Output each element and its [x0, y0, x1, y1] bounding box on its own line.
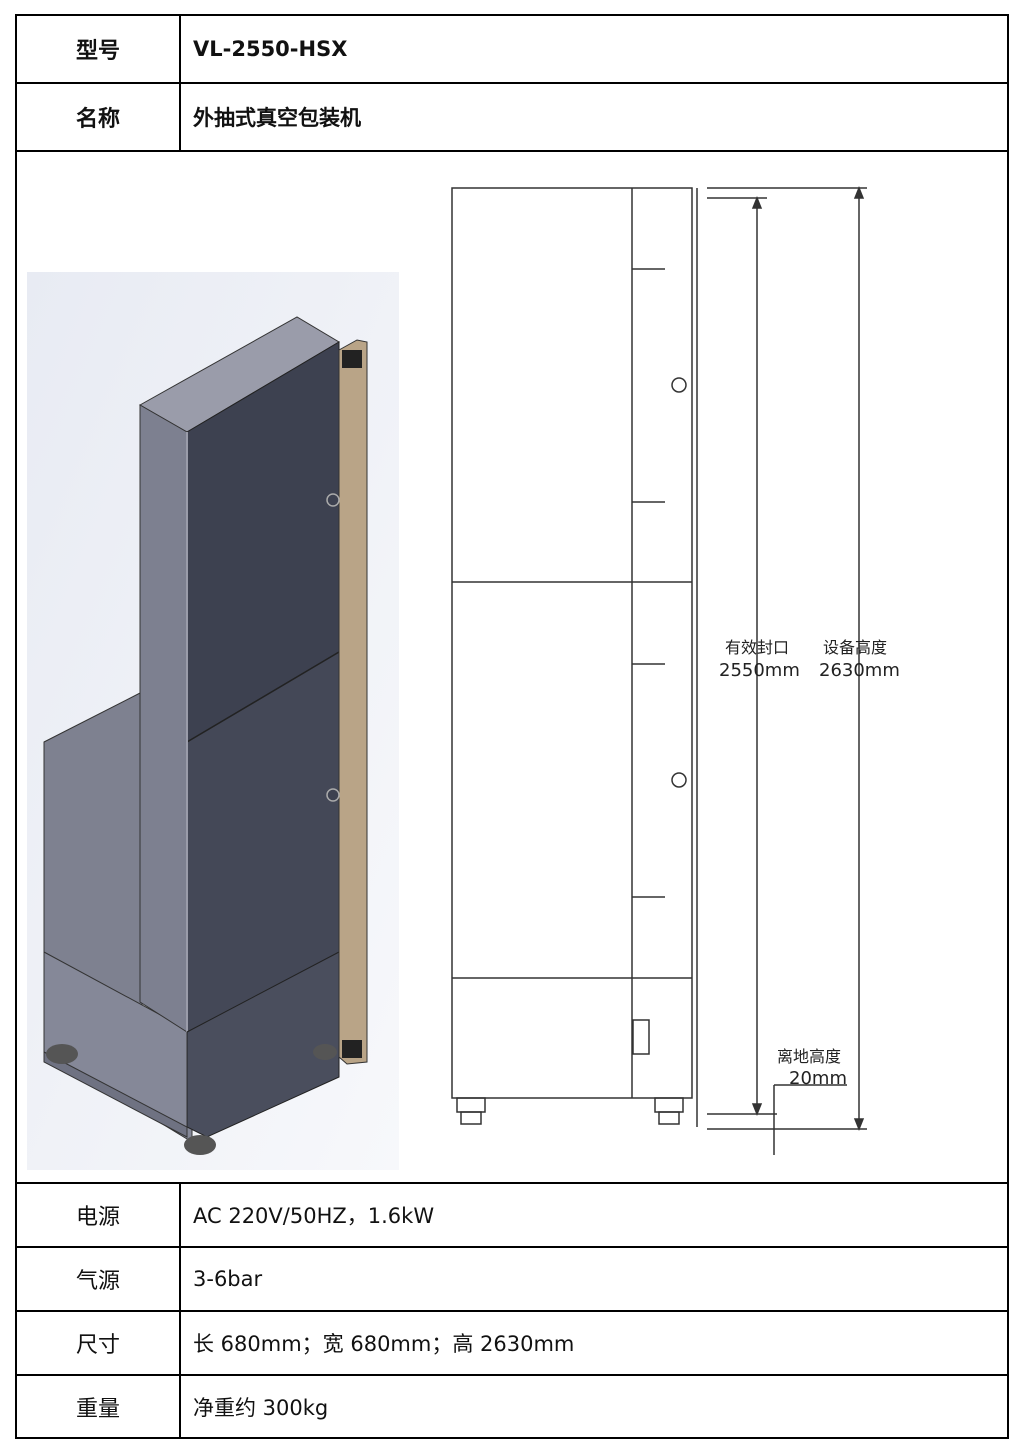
name-row: 名称 外抽式真空包装机 — [17, 84, 1007, 152]
model-row: 型号 VL-2550-HSX — [17, 16, 1007, 84]
image-row: 有效封口 2550mm 设备高度 2630mm 离地高度 20mm — [17, 152, 1007, 1184]
seal-length-value: 2550mm — [719, 660, 800, 681]
air-supply-label: 气源 — [17, 1248, 181, 1310]
spec-sheet: 型号 VL-2550-HSX 名称 外抽式真空包装机 — [15, 14, 1009, 1439]
power-label: 电源 — [17, 1184, 181, 1246]
model-value: VL-2550-HSX — [193, 37, 348, 61]
ground-clearance-label: 离地高度 — [777, 1047, 841, 1066]
weight-label: 重量 — [17, 1376, 181, 1437]
dimensions-row: 尺寸 长 680mm；宽 680mm；高 2630mm — [17, 1312, 1007, 1376]
front-elevation-drawing — [451, 185, 867, 1155]
name-label: 名称 — [17, 84, 181, 150]
power-value: AC 220V/50HZ，1.6kW — [193, 1204, 435, 1228]
power-row: 电源 AC 220V/50HZ，1.6kW — [17, 1184, 1007, 1248]
air-supply-value: 3-6bar — [193, 1267, 263, 1291]
machine-height-label: 设备高度 — [823, 638, 887, 657]
product-images: 有效封口 2550mm 设备高度 2630mm 离地高度 20mm — [27, 185, 900, 1170]
weight-value: 净重约 300kg — [193, 1395, 329, 1420]
model-label: 型号 — [17, 16, 181, 82]
machine-height-value: 2630mm — [819, 660, 900, 681]
machine-render — [27, 272, 399, 1170]
air-supply-row: 气源 3-6bar — [17, 1248, 1007, 1312]
seal-length-label: 有效封口 — [725, 638, 789, 657]
name-value: 外抽式真空包装机 — [193, 106, 361, 130]
dimensions-label: 尺寸 — [17, 1312, 181, 1374]
weight-row: 重量 净重约 300kg — [17, 1376, 1007, 1437]
ground-clearance-value: 20mm — [789, 1068, 847, 1089]
dimensions-value: 长 680mm；宽 680mm；高 2630mm — [193, 1332, 575, 1356]
